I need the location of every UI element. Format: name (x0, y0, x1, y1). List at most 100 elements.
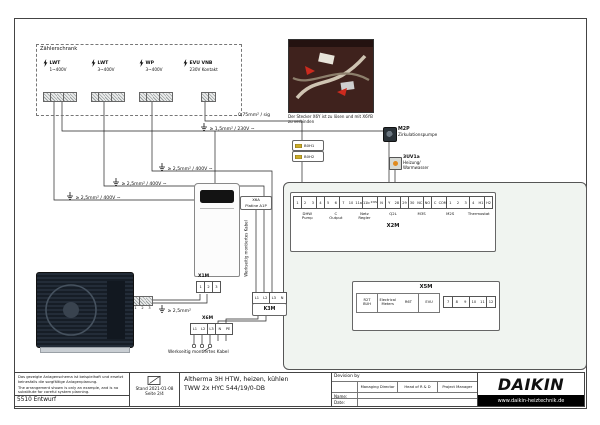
fuse-label: B0H1 (304, 143, 315, 148)
fuse-icon (295, 143, 302, 148)
ground-icon (159, 163, 165, 171)
factory-cable-note-vertical: Werkseitig montiertes Kabel (243, 220, 249, 277)
website-bar: www.daikin-heiztechnik.de (478, 395, 584, 406)
wire-label-text: ≥ 2,5mm² (167, 309, 191, 314)
supply-group-1: LWT 1~400V (43, 59, 87, 102)
terminal-cell: C (431, 197, 439, 208)
drawing-title: Altherma 3H HTW, heizen, kühlen TWW 2x H… (179, 373, 331, 406)
terminal-number: 3 (148, 306, 151, 310)
three-way-valve-label: 3UV1a Heizung/ Warmwasser (403, 155, 429, 170)
terminal-cell: 7 (444, 297, 453, 307)
terminal-group-label: Q2L (389, 211, 397, 216)
terminal-strip (43, 92, 78, 102)
circulation-pump-label: M2P Zirkulationspumpe (398, 127, 437, 137)
fuse-b0h1: B0H1 (292, 140, 324, 151)
wire-label-400v-2: ≥ 2,5mm² / 400V ~ (112, 178, 167, 187)
terminal-cell: 6 (332, 197, 340, 208)
terminal-number: 2 (141, 306, 144, 310)
valve-tag: 3UV1a (403, 155, 420, 160)
factory-cable-note: Werkseitig montiertes Kabel (168, 350, 229, 355)
outdoor-terminal-strip (132, 296, 154, 306)
terminal-cell: 4 (469, 197, 477, 208)
terminal-cell: N (215, 324, 224, 334)
supply-group-evu: EVU VNB 230V Kontakt (183, 59, 239, 102)
terminal-cell: 8 (452, 297, 461, 307)
terminal-cell: L1 (253, 293, 261, 303)
pump-tag: M2P (398, 127, 410, 132)
terminal-cell: 12 (487, 297, 496, 307)
supply-group-rating: 3~400V (97, 67, 115, 72)
terminal-cell: 10 (469, 297, 478, 307)
wire-label-text: ≥ 2,5mm² / 400V ~ (75, 196, 121, 201)
supply-group-3: WP 3~400V (139, 59, 179, 102)
terminal-cell: L3 (269, 293, 278, 303)
terminal-cell: 1 (294, 197, 302, 208)
approval-name-cells (358, 393, 477, 399)
terminal-cell: PE (224, 324, 232, 334)
ground-icon (201, 123, 207, 131)
terminal-group-label: M2S (446, 211, 455, 216)
x2m-title: X2M (386, 222, 400, 229)
supply-group-2: LWT 3~400V (91, 59, 135, 102)
terminal-cell: 9 (461, 297, 470, 307)
fuse-icon (295, 154, 302, 159)
supply-group-name: LWT (49, 60, 61, 66)
wire-label-text: ≥ 2,5mm² / 400V ~ (121, 182, 167, 187)
terminal-cell: N (378, 197, 386, 208)
terminal-group-label: EVU (419, 294, 440, 312)
terminal-group-label: R6T (398, 294, 419, 312)
indoor-unit-seam (200, 208, 234, 209)
wire-label-signal: 0,75mm² / sig (238, 113, 270, 118)
connector-photo-image (289, 40, 373, 112)
supply-group-rating: 3~400V (145, 67, 163, 72)
page-number: Seite 2/4 (145, 391, 164, 396)
valve-name-1: Heizung/ (403, 160, 421, 165)
lightning-icon (91, 59, 96, 67)
terminal-cell: L2 (261, 293, 270, 303)
terminal-strip (139, 92, 174, 102)
fuse-b0h2: B0H2 (292, 151, 324, 162)
terminal-cell: 10 (347, 197, 355, 208)
terminal-cell: 3 (212, 282, 220, 292)
terminal-cell: 11b (362, 197, 370, 208)
disclaimer-en: The arrangement shown is only an example… (18, 385, 119, 395)
wire-label-text: ≥ 1,5mm² / 230V ~ (209, 127, 255, 132)
terminal-cell: L1 (191, 324, 199, 334)
drawing-title-line2: TWW 2x HYC 544/19/0-DB (184, 384, 265, 392)
terminal-cell: 29 (400, 197, 409, 208)
terminal-cell: 2 (301, 197, 309, 208)
terminal-cell: 3 (309, 197, 317, 208)
lightning-icon (43, 59, 48, 67)
disclaimer-de: Das gezeigte Anlagenschema ist beispielh… (18, 375, 124, 384)
approval-header: Devision by (332, 373, 477, 382)
connector-photo-caption: Der Stecker X6Y ist zu lösen und mit X6Y… (288, 114, 373, 125)
terminal-cell: L3 (207, 324, 216, 334)
outdoor-unit (36, 272, 134, 348)
terminal-cell: 11 (478, 297, 487, 307)
board-connector: X6A (252, 197, 260, 202)
approval-role: Project Manager (437, 382, 477, 392)
ground-icon (113, 178, 119, 186)
revision-date: Stand 2021-01-08 (135, 386, 174, 391)
terminal-cell: N (278, 293, 287, 303)
wire-label-400v-1: ≥ 2,5mm² / 400V ~ (158, 163, 213, 172)
drawing-title-line1: Altherma 3H HTW, heizen, kühlen (184, 376, 289, 383)
terminal-cell: 1 (197, 282, 205, 292)
supply-group-name: WP (145, 60, 154, 66)
board-name: Platine A1P (245, 202, 267, 208)
supply-group-name: LWT (97, 60, 109, 66)
terminal-cell: 2 (454, 197, 462, 208)
circulation-pump-icon (383, 127, 397, 142)
terminal-group-label: Netz Regler (358, 211, 371, 221)
brand-panel: DAIKIN www.daikin-heiztechnik.de (477, 373, 584, 406)
terminal-group-label: M3S (417, 211, 426, 216)
title-block: Das gezeigte Anlagenschema ist beispielh… (14, 372, 585, 407)
terminal-cell: 7 (339, 197, 347, 208)
supply-group-rating: 230V Kontakt (189, 67, 218, 72)
terminal-strip (91, 92, 126, 102)
